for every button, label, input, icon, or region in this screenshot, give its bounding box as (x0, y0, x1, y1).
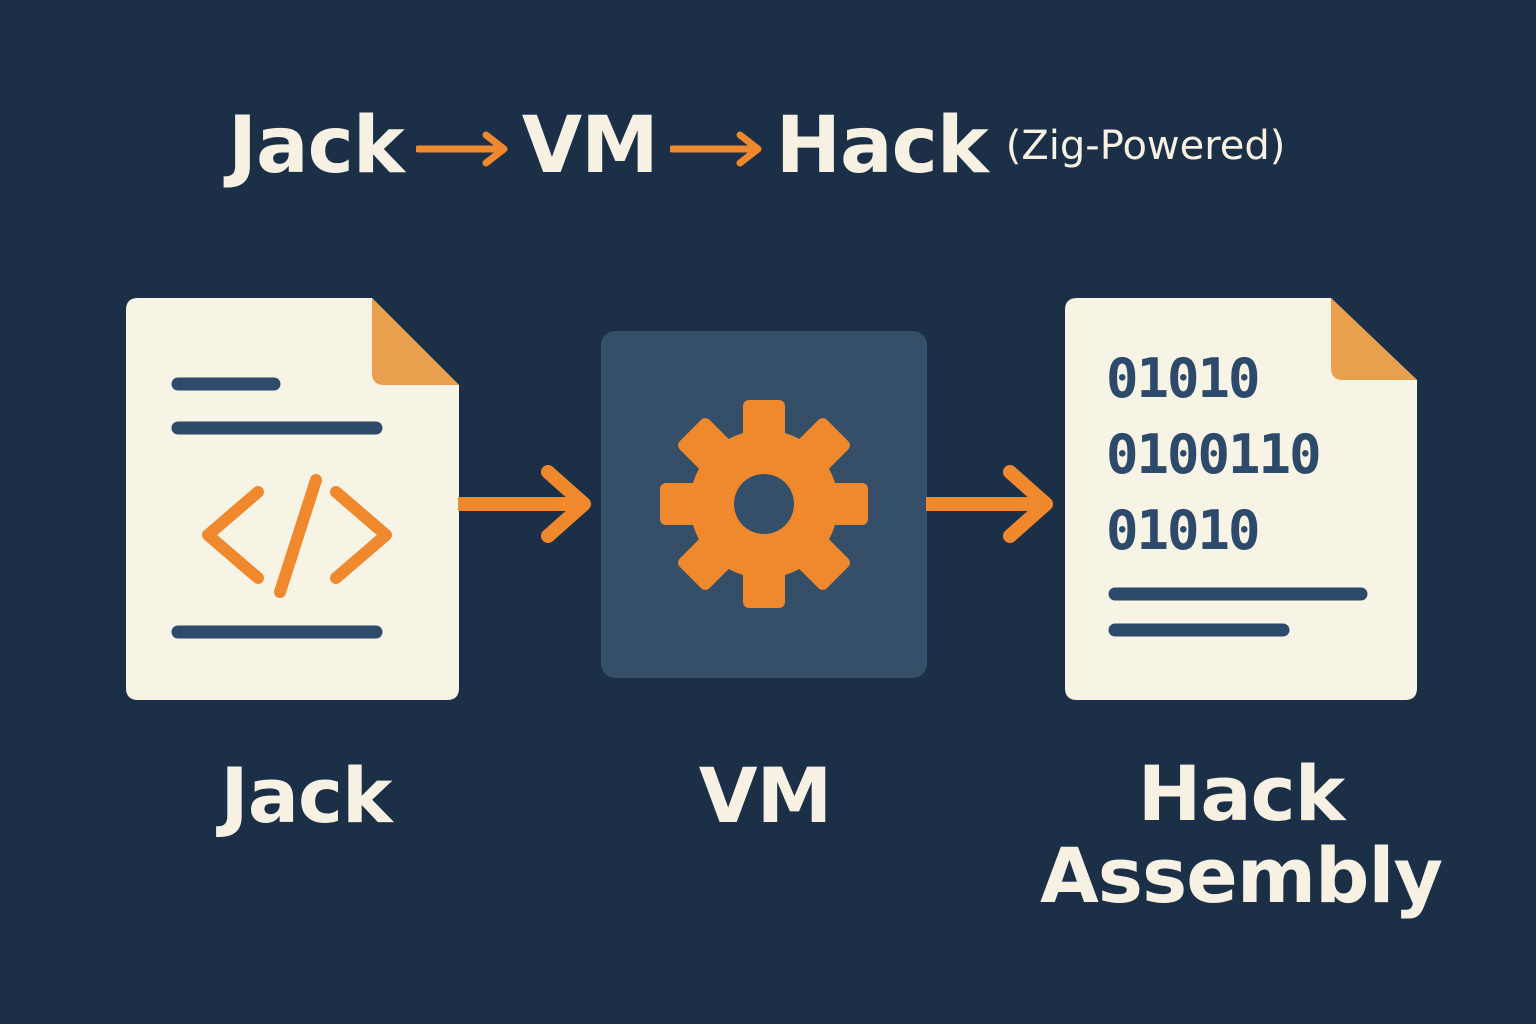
label-hack-line2: Assembly (1039, 831, 1443, 920)
flow-arrow-1-icon (458, 465, 591, 543)
binary-file-icon (1065, 298, 1417, 700)
binary-line-1: 01010 (1106, 347, 1261, 410)
title-jack: Jack (228, 101, 405, 191)
title-suffix: (Zig-Powered) (1005, 123, 1286, 169)
jack-code-file-icon (126, 298, 459, 700)
label-hack-line1: Hack (1137, 749, 1345, 838)
diagram-title: Jack VM Hack (Zig-Powered) (228, 96, 1285, 196)
label-vm: VM (698, 751, 832, 840)
title-arrow-1-icon (415, 131, 508, 167)
flow-arrow-2-icon (926, 465, 1053, 543)
gear-hole (734, 474, 794, 534)
gear-icon (660, 400, 868, 608)
title-hack: Hack (775, 101, 989, 191)
title-vm: VM (521, 101, 659, 191)
binary-line-2: 0100110 (1106, 423, 1322, 486)
binary-line-3: 01010 (1106, 499, 1261, 562)
label-jack: Jack (220, 751, 392, 840)
title-arrow-2-icon (669, 131, 762, 167)
vm-box (601, 331, 927, 678)
